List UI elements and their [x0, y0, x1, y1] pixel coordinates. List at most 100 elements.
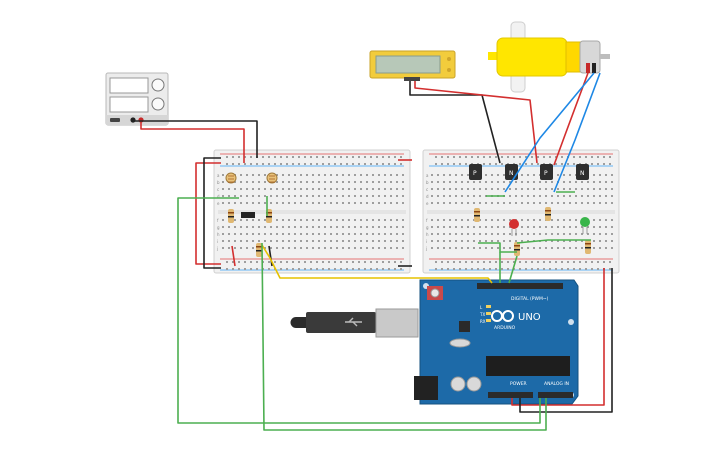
power-jack[interactable] [414, 376, 438, 400]
breadboard-hole [366, 240, 368, 242]
wire-black[interactable] [409, 81, 501, 164]
breadboard-hole [348, 233, 350, 235]
wire-black[interactable] [132, 120, 258, 158]
voltage-knob-icon[interactable] [151, 78, 165, 92]
usb-cable[interactable] [290, 308, 419, 338]
breadboard-hole [455, 233, 457, 235]
breadboard-hole [531, 268, 533, 270]
svg-text:b: b [217, 180, 220, 185]
breadboard-hole [310, 156, 312, 158]
analog-header[interactable] [538, 392, 573, 398]
breadboard-hole [557, 219, 559, 221]
wire-green[interactable] [508, 255, 518, 284]
breadboard-hole [234, 219, 236, 221]
breadboard-hole [276, 240, 278, 242]
breadboard-hole [503, 233, 505, 235]
breadboard-left[interactable] [213, 149, 411, 274]
wire-green[interactable] [516, 239, 591, 244]
photoresistor-1[interactable] [225, 172, 237, 184]
breadboard-hole [479, 202, 481, 204]
breadboard-hole [489, 156, 491, 158]
wire-red[interactable] [195, 162, 221, 265]
breadboard-hole [324, 174, 326, 176]
breadboard-hole [364, 261, 366, 263]
breadboard-hole [461, 219, 463, 221]
breadboard-hole [318, 233, 320, 235]
wire-red[interactable] [414, 81, 538, 164]
resistor[interactable] [256, 243, 262, 257]
power-supply[interactable] [105, 72, 169, 126]
wires[interactable] [132, 72, 613, 431]
sensor-module[interactable] [241, 212, 255, 218]
wire-red[interactable] [511, 268, 605, 406]
wire-yellow[interactable] [261, 244, 493, 284]
wire-green[interactable] [177, 197, 541, 424]
breadboard-hole [561, 156, 563, 158]
lcd-display[interactable] [369, 50, 456, 81]
breadboard-hole [336, 202, 338, 204]
breadboard-hole [348, 174, 350, 176]
breadboard-hole [228, 233, 230, 235]
breadboard-hole [330, 240, 332, 242]
breadboard-hole [270, 247, 272, 249]
wire-green[interactable] [261, 242, 547, 431]
breadboard-hole [521, 233, 523, 235]
transistor-pnp-1[interactable]: P [469, 164, 482, 180]
wire-red[interactable] [231, 245, 236, 267]
breadboard-hole [270, 233, 272, 235]
power-header[interactable] [488, 392, 533, 398]
wire-green[interactable] [478, 242, 517, 253]
breadboard-hole [473, 226, 475, 228]
breadboard-hole [521, 202, 523, 204]
resistor[interactable] [514, 242, 520, 256]
resistor[interactable] [585, 240, 591, 254]
wire-black[interactable] [519, 268, 613, 413]
transistor-pnp-2[interactable]: P [540, 164, 553, 180]
current-knob-icon[interactable] [151, 97, 165, 111]
dc-gear-motor[interactable] [488, 21, 610, 93]
arduino-uno-board[interactable]: DIGITAL (PWM~) TX RX L UNO ARDUINO POWER… [414, 279, 579, 405]
breadboard-hole [503, 240, 505, 242]
breadboard-hole [304, 156, 306, 158]
resistor[interactable] [545, 207, 551, 221]
wire-red[interactable] [140, 120, 245, 163]
breadboard-hole [348, 219, 350, 221]
wire-red[interactable] [553, 72, 589, 166]
breadboard-hole [507, 268, 509, 270]
reset-button[interactable] [430, 288, 440, 298]
breadboard-hole [276, 181, 278, 183]
breadboard-hole [354, 181, 356, 183]
breadboard-hole [573, 163, 575, 165]
breadboard-hole [557, 240, 559, 242]
breadboard-hole [551, 240, 553, 242]
led-green[interactable] [580, 217, 590, 234]
breadboard-hole [479, 195, 481, 197]
breadboard-hole [252, 219, 254, 221]
breadboard-hole [354, 247, 356, 249]
transistor-npn-1[interactable]: N [505, 164, 518, 180]
wire-blue[interactable] [504, 72, 595, 193]
resistor[interactable] [474, 208, 480, 222]
uno-label: UNO [518, 312, 541, 323]
breadboard-hole [330, 188, 332, 190]
transistor-npn-2[interactable]: N [576, 164, 589, 180]
breadboard-hole [232, 156, 234, 158]
wire-blue[interactable] [553, 72, 601, 193]
breadboard-hole [473, 233, 475, 235]
breadboard-hole [270, 195, 272, 197]
breadboard-hole [575, 247, 577, 249]
wire-black[interactable] [203, 157, 221, 269]
breadboard-hole [282, 240, 284, 242]
breadboard-hole [366, 226, 368, 228]
resistor[interactable] [228, 209, 234, 223]
usb-icon [345, 317, 362, 327]
breadboard-hole [503, 181, 505, 183]
tx-label: TX [479, 312, 485, 317]
led-red[interactable] [509, 219, 519, 236]
digital-header[interactable] [477, 283, 563, 289]
breadboard-hole [569, 226, 571, 228]
svg-text:j: j [216, 246, 218, 251]
breadboard-hole [366, 195, 368, 197]
photoresistor-2[interactable] [266, 172, 278, 184]
